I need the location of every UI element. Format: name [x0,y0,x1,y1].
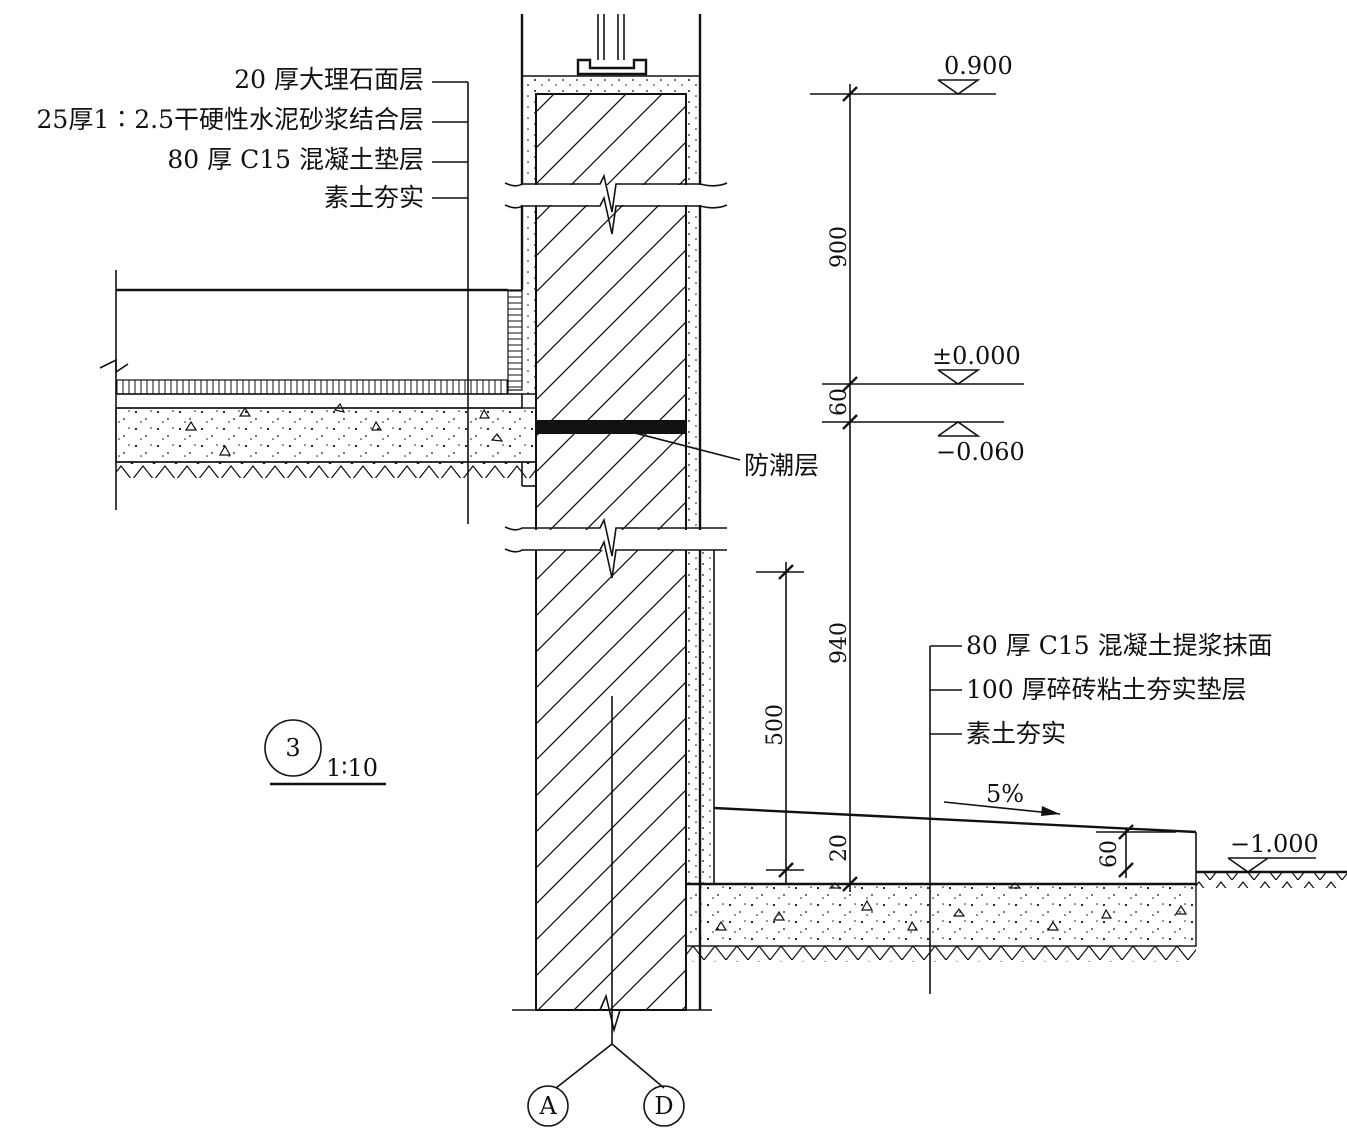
elevation-top-label: 0.900 [944,52,1013,80]
elevation-zero-label: ±0.000 [932,342,1021,370]
axis-leader [527,696,685,1127]
apron-layer-1: 80 厚 C15 混凝土提浆抹面 [966,631,1273,660]
axis-d-label: D [654,1092,673,1120]
exterior-apron [685,806,1347,962]
dimension-vertical-main [810,84,1024,892]
elevation-mark-top [937,79,981,95]
slope-label: 5% [986,780,1024,808]
detail-number: 3 [285,734,300,762]
damp-proof-label: 防潮层 [744,451,819,480]
damp-proof-leader [599,423,741,461]
break-line-upper [504,173,728,235]
slope-arrow-icon [943,801,1061,816]
axis-a-label: A [538,1092,557,1120]
break-line-middle [504,517,727,579]
dim-60: 60 [827,388,852,416]
elevation-ground-label: −1.000 [1230,830,1319,858]
elevation-mark-minus [937,421,981,437]
dim-500: 500 [763,704,788,746]
break-line-bottom [512,993,712,1034]
dim-900: 900 [827,226,852,268]
interior-floor [99,270,537,510]
floor-layer-2: 25厚1∶2.5干硬性水泥砂浆结合层 [37,105,424,134]
floor-layer-3: 80 厚 C15 混凝土垫层 [167,145,424,174]
elevation-mark-ground [1227,857,1316,873]
detail-scale: 1∶10 [326,754,378,782]
floor-layer-4: 素土夯实 [324,183,424,212]
apron-leader [929,645,962,994]
detail-symbol [264,719,386,786]
dim-940: 940 [827,622,852,664]
dimension-vertical-500 [756,562,804,884]
elevation-mark-zero [937,369,981,385]
floor-layer-1: 20 厚大理石面层 [234,65,424,94]
elevation-minus-label: −0.060 [936,438,1025,466]
brick-wall [504,14,728,1034]
dim-60-apron: 60 [1097,840,1122,868]
apron-layer-3: 素土夯实 [966,719,1066,748]
dimension-apron-60 [1096,824,1176,878]
apron-layer-2: 100 厚碎砖粘土夯实垫层 [966,675,1247,704]
dim-20: 20 [827,834,852,862]
floor-leader [432,81,469,524]
